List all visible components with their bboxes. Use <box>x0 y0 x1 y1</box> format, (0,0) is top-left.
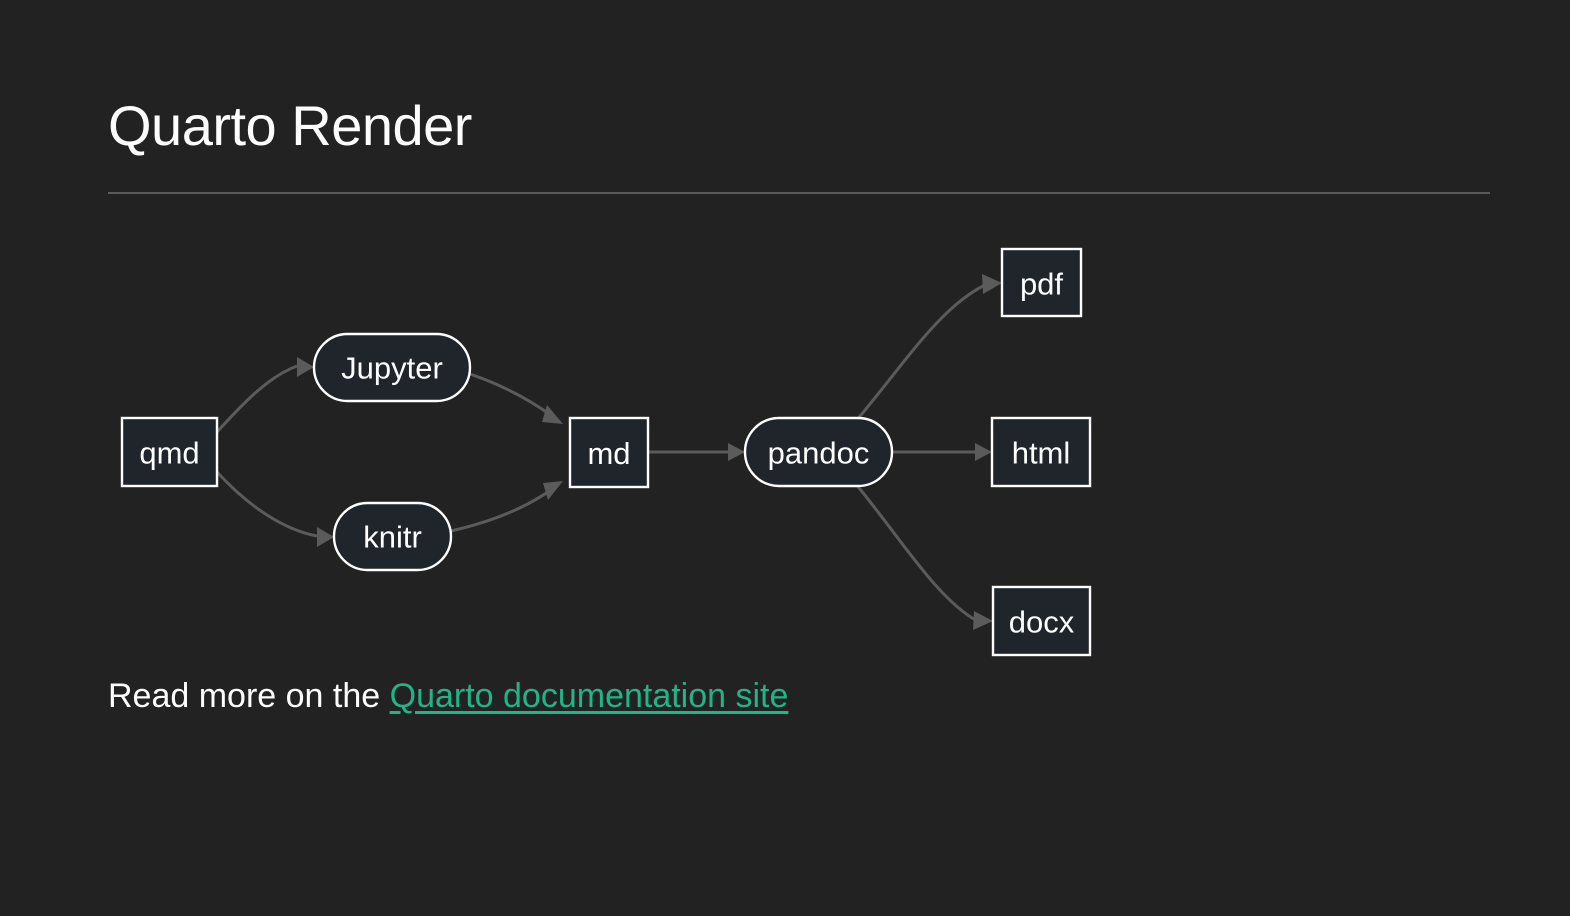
flow-node-html[interactable]: html <box>990 416 1092 488</box>
arrowhead-pandoc-to-html <box>975 443 992 461</box>
flow-node-qmd-shape <box>120 416 219 488</box>
flow-node-html-shape <box>990 416 1092 488</box>
arrowhead-jupyter-to-md <box>542 405 563 424</box>
quarto-documentation-link[interactable]: Quarto documentation site <box>389 677 789 715</box>
page-title: Quarto Render <box>108 94 472 157</box>
flow-node-knitr[interactable]: knitr <box>332 501 453 572</box>
edge-pandoc-to-docx <box>853 482 978 623</box>
flow-node-jupyter[interactable]: Jupyter <box>312 332 472 403</box>
footer-paragraph: Read more on the Quarto documentation si… <box>108 674 788 718</box>
flow-node-jupyter-label: Jupyter <box>341 351 443 386</box>
flow-node-html-label: html <box>1012 436 1071 471</box>
flowchart-edges <box>215 274 1002 630</box>
arrowhead-qmd-to-jupyter <box>297 357 314 377</box>
flow-node-pandoc[interactable]: pandoc <box>743 416 894 488</box>
arrowhead-knitr-to-md <box>543 481 563 500</box>
edge-pandoc-to-pdf <box>853 283 986 423</box>
title-divider <box>108 192 1490 194</box>
edge-jupyter-to-md <box>469 372 553 418</box>
edge-knitr-to-md <box>450 487 553 533</box>
flow-node-qmd-label: qmd <box>139 436 199 471</box>
edge-qmd-to-jupyter <box>215 364 298 434</box>
flow-node-jupyter-shape <box>312 332 472 403</box>
flow-node-md[interactable]: md <box>568 416 650 489</box>
flow-node-docx[interactable]: docx <box>991 585 1092 657</box>
flow-node-pdf-label: pdf <box>1020 267 1063 302</box>
arrowhead-pandoc-to-docx <box>973 611 993 630</box>
flow-node-md-label: md <box>587 436 630 471</box>
footer-lead-text: Read more on the <box>108 677 390 715</box>
flowchart-nodes: qmd Jupyter knitr md pandoc <box>120 247 1092 657</box>
flow-node-pdf-shape <box>1000 247 1083 318</box>
flow-node-pandoc-label: pandoc <box>768 436 870 471</box>
arrowhead-pandoc-to-pdf <box>982 274 1002 294</box>
flow-node-pdf[interactable]: pdf <box>1000 247 1083 318</box>
flow-node-docx-shape <box>991 585 1092 657</box>
edge-qmd-to-knitr <box>215 470 318 538</box>
arrowhead-qmd-to-knitr <box>317 527 334 547</box>
flow-node-md-shape <box>568 416 650 489</box>
title-block: Quarto Render <box>108 94 1490 157</box>
arrowhead-md-to-pandoc <box>728 443 745 461</box>
flow-node-knitr-shape <box>332 501 453 572</box>
flow-node-qmd[interactable]: qmd <box>120 416 219 488</box>
flow-node-knitr-label: knitr <box>363 520 422 555</box>
flow-node-pandoc-shape <box>743 416 894 488</box>
flow-node-docx-label: docx <box>1009 605 1075 640</box>
